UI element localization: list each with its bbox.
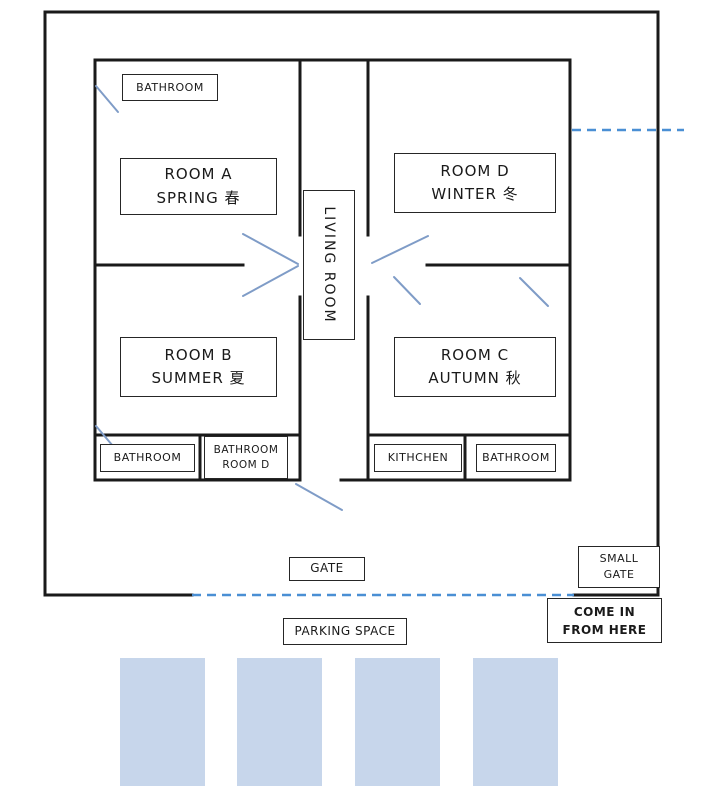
gate-label: GATE <box>289 557 365 581</box>
room-d-name: ROOM D <box>440 161 510 180</box>
kitchen-text: KITHCHEN <box>387 451 449 465</box>
bathroom-top-label: BATHROOM <box>122 74 218 101</box>
parking-spot-3 <box>355 658 440 786</box>
small-gate-line1: SMALL <box>599 552 639 566</box>
room-c-season: AUTUMN 秋 <box>428 369 522 387</box>
parking-space-label: PARKING SPACE <box>283 618 407 645</box>
come-in-label: COME IN FROM HERE <box>547 598 662 643</box>
room-d-label: ROOM D WINTER 冬 <box>394 153 556 213</box>
room-a-label: ROOM A SPRING 春 <box>120 158 277 215</box>
parking-spot-4 <box>473 658 558 786</box>
bathroom-bottom-right-label: BATHROOM <box>476 444 556 472</box>
parking-spot-2 <box>237 658 322 786</box>
come-in-line1: COME IN <box>573 604 636 619</box>
small-gate-line2: GATE <box>603 568 635 581</box>
room-d-season: WINTER 冬 <box>431 185 519 203</box>
kitchen-label: KITHCHEN <box>374 444 462 472</box>
bathroom-bottom-left-text: BATHROOM <box>113 451 182 465</box>
living-room-label: LIVING ROOM <box>303 190 355 340</box>
room-a-name: ROOM A <box>164 165 233 184</box>
room-a-season: SPRING 春 <box>156 188 241 207</box>
room-b-season: SUMMER 夏 <box>151 369 246 387</box>
bathroom-bottom-left-label: BATHROOM <box>100 444 195 472</box>
bathroom-top-text: BATHROOM <box>136 80 204 94</box>
gate-dashed-lines <box>192 128 684 597</box>
gate-text: GATE <box>310 561 344 576</box>
room-b-label: ROOM B SUMMER 夏 <box>120 337 277 397</box>
room-b-name: ROOM B <box>164 345 233 364</box>
site-boundary-walls <box>43 10 660 597</box>
building-walls <box>93 58 572 482</box>
parking-spot-1 <box>120 658 205 786</box>
room-c-label: ROOM C AUTUMN 秋 <box>394 337 556 397</box>
bathroom-bottom-right-text: BATHROOM <box>482 451 550 465</box>
bathroom-room-d-line1: BATHROOM <box>213 444 279 457</box>
door-swing-lines <box>95 85 549 511</box>
bathroom-room-d-line2: ROOM D <box>222 458 270 471</box>
come-in-line2: FROM HERE <box>562 622 647 637</box>
room-c-name: ROOM C <box>440 345 510 364</box>
living-room-text: LIVING ROOM <box>321 206 338 324</box>
parking-space-text: PARKING SPACE <box>294 623 396 638</box>
bathroom-room-d-label: BATHROOM ROOM D <box>204 436 288 479</box>
small-gate-label: SMALL GATE <box>578 546 660 588</box>
